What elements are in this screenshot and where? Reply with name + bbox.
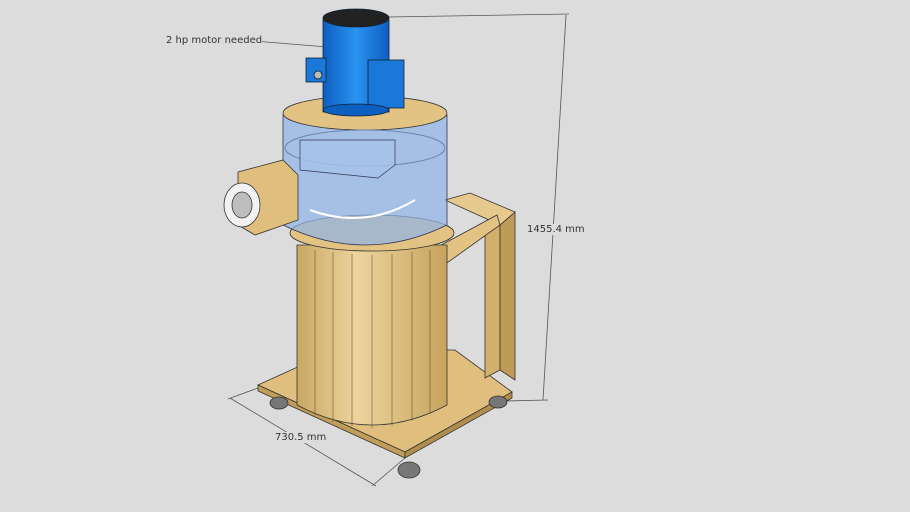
cyclone-separator[interactable] [282, 95, 448, 246]
motor[interactable] [305, 8, 405, 117]
height-dimension-label: 1455.4 mm [527, 224, 585, 235]
caster-wheels [269, 395, 508, 479]
motor-annotation-label: 2 hp motor needed [166, 35, 263, 46]
width-dimension-label: 730.5 mm [275, 432, 327, 443]
inlet-port[interactable] [223, 159, 299, 236]
dimension-height [387, 13, 570, 402]
collection-drum[interactable] [289, 214, 455, 428]
